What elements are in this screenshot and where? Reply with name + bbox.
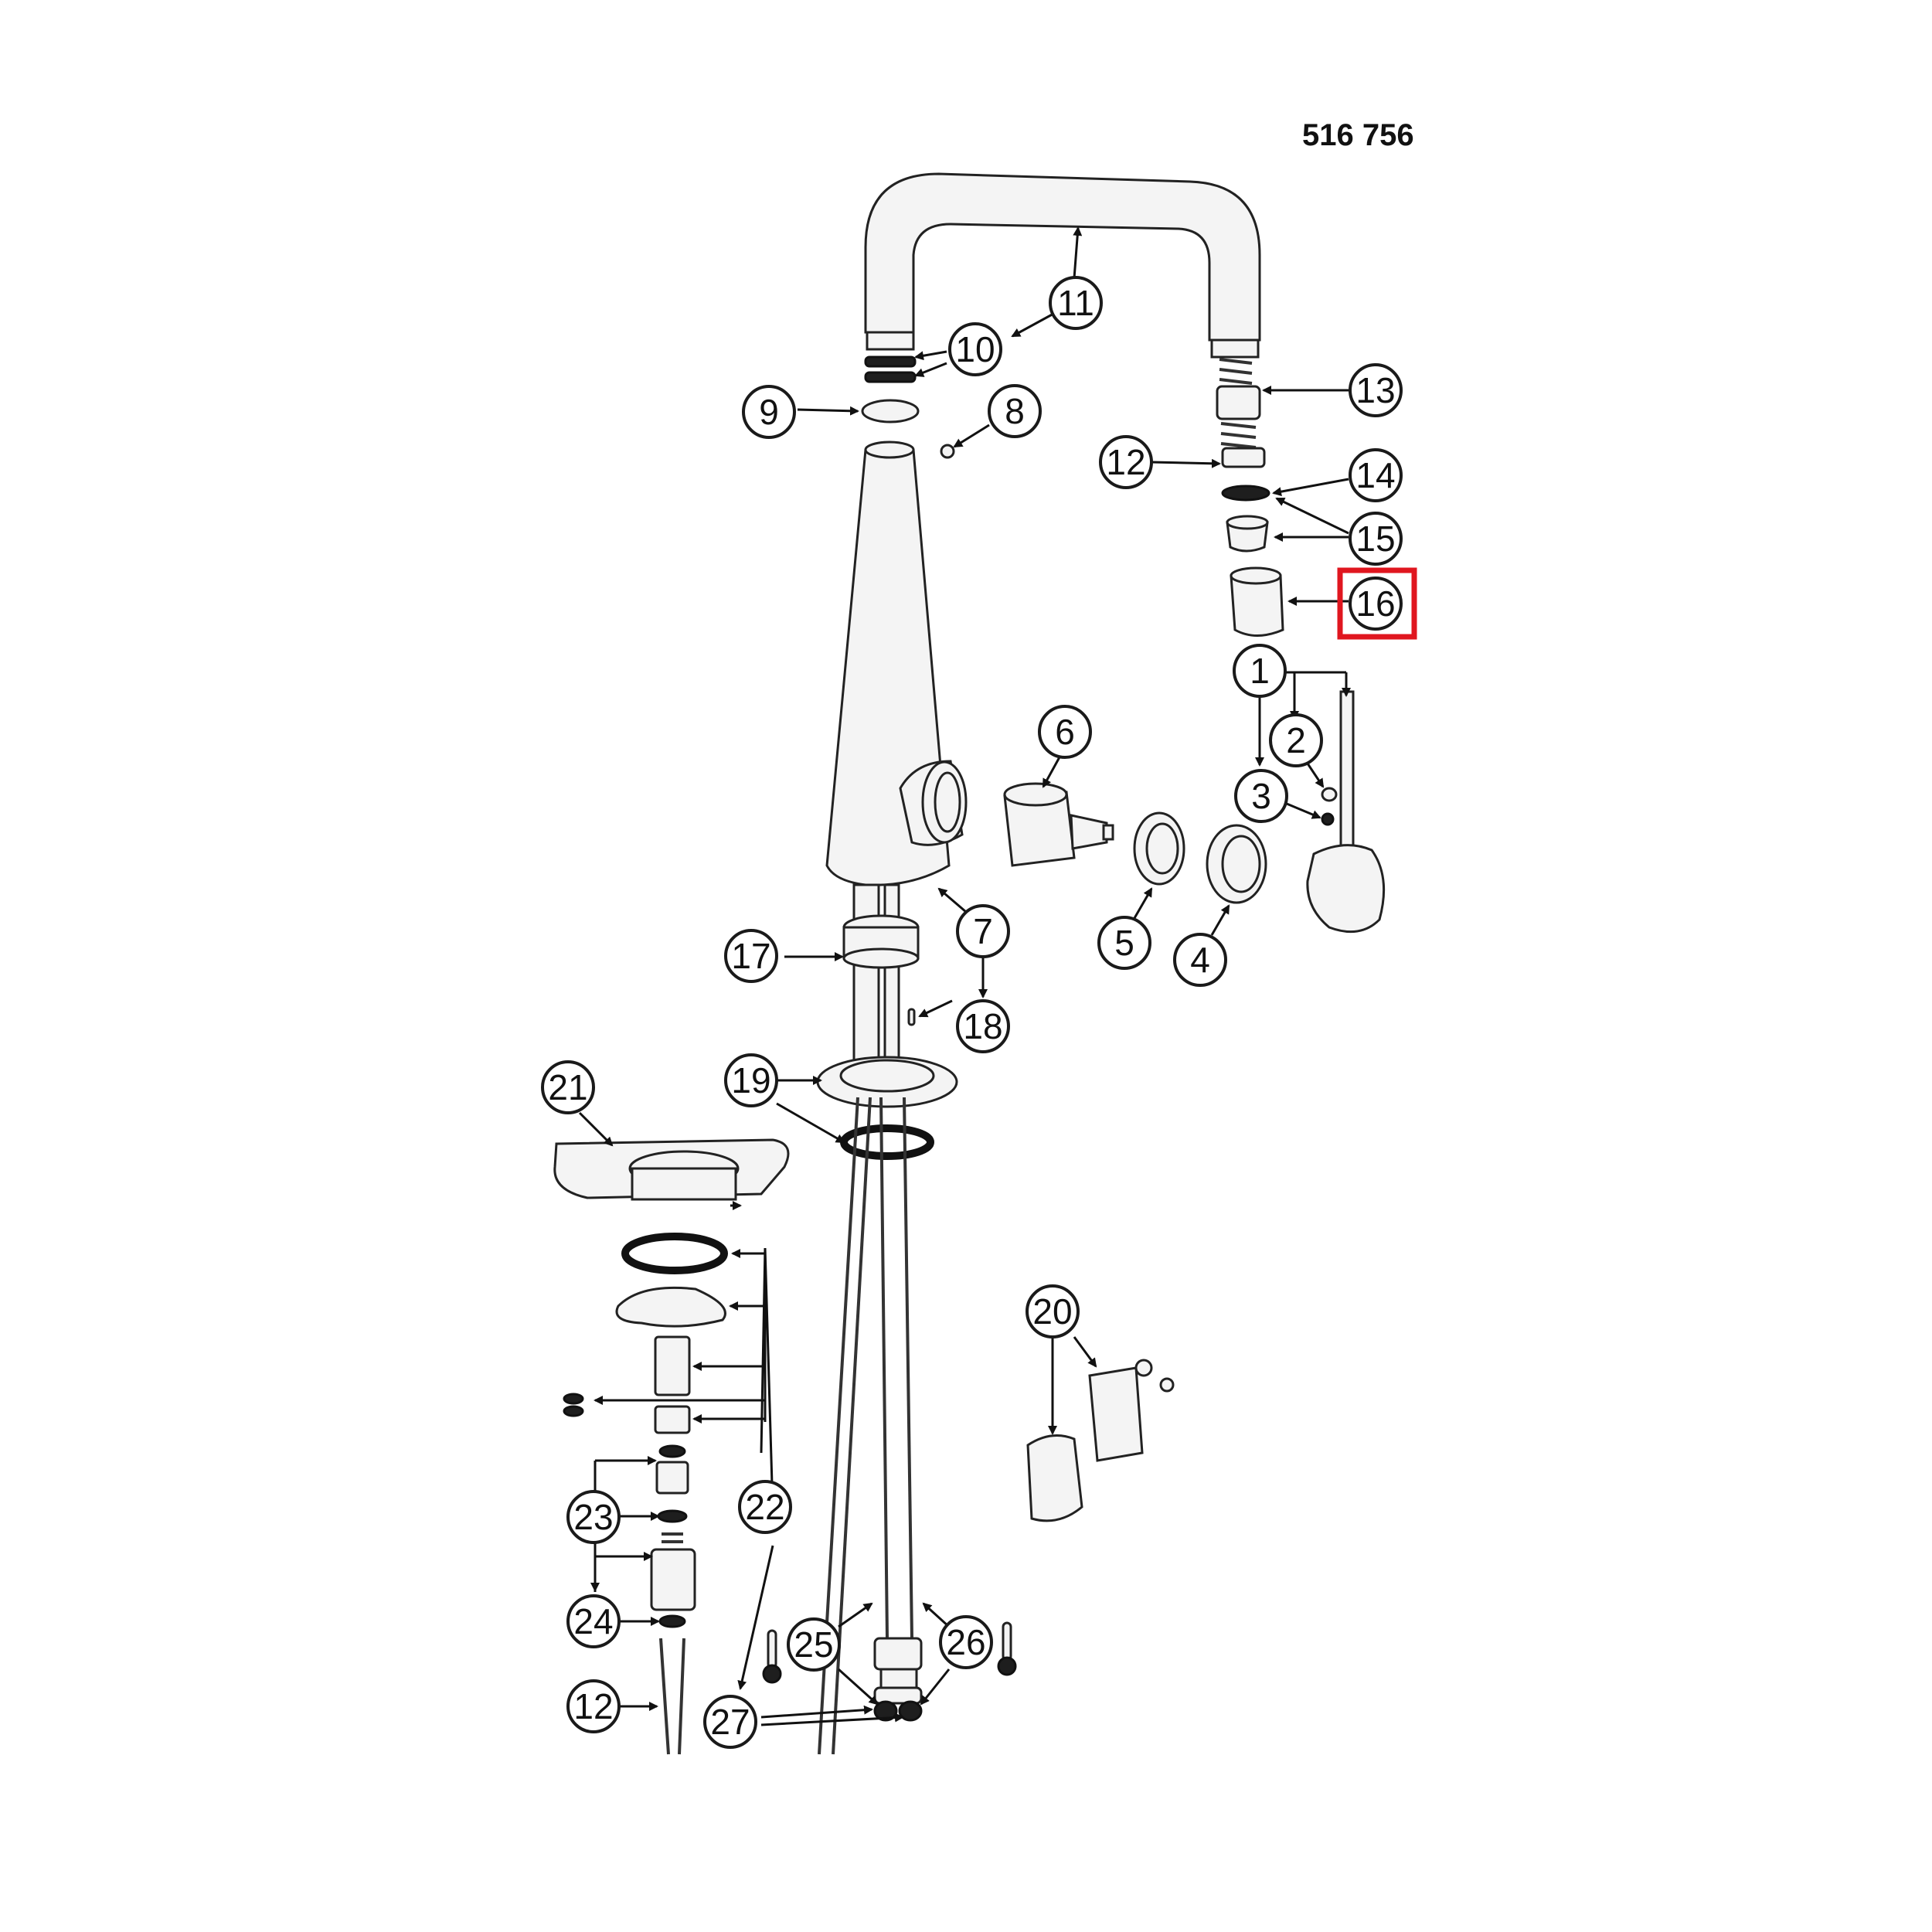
callout-3: 3 [1234, 769, 1288, 823]
callout-27: 27 [703, 1695, 757, 1749]
holder-part-20 [1026, 1359, 1175, 1522]
callout-18: 18 [956, 999, 1010, 1053]
hot-supply-icon [997, 1621, 1017, 1676]
svg-text:12: 12 [1106, 442, 1145, 482]
callout-21: 21 [541, 1060, 595, 1114]
lever-handle-part-1 [1306, 690, 1386, 934]
callout-8: 8 [988, 384, 1042, 438]
callout-13: 13 [1349, 363, 1403, 417]
faucet-body-part [825, 440, 968, 886]
svg-text:24: 24 [573, 1601, 613, 1641]
svg-text:10: 10 [955, 329, 995, 369]
selected-callout-highlight [1337, 567, 1417, 640]
svg-text:4: 4 [1190, 940, 1210, 980]
svg-text:16: 16 [1355, 583, 1395, 624]
mounting-stem-assembly [842, 883, 920, 1072]
cap-part-4 [1206, 824, 1267, 904]
svg-text:27: 27 [710, 1702, 750, 1742]
set-screw-part-8 [940, 444, 955, 459]
callout-22: 22 [738, 1480, 792, 1534]
callout-1: 1 [1233, 644, 1287, 698]
svg-text:2: 2 [1286, 720, 1306, 760]
callout-24: 24 [566, 1594, 621, 1648]
callout-12-top: 12 [1099, 435, 1153, 489]
svg-text:26: 26 [946, 1622, 985, 1662]
svg-text:13: 13 [1355, 370, 1395, 410]
bonnet-nut-part-5 [1133, 811, 1185, 886]
svg-text:6: 6 [1055, 712, 1075, 752]
leader-lines [578, 226, 1351, 1726]
callout-9: 9 [742, 385, 796, 439]
spout-o-rings [864, 355, 917, 383]
callout-7: 7 [956, 904, 1010, 958]
svg-text:22: 22 [745, 1487, 784, 1527]
svg-text:11: 11 [1057, 283, 1094, 323]
svg-text:9: 9 [759, 392, 779, 432]
connector-assembly-part-23 [650, 1405, 696, 1755]
callout-14: 14 [1349, 448, 1403, 502]
svg-text:20: 20 [1032, 1291, 1072, 1332]
supply-hoses [818, 1097, 923, 1755]
callout-17: 17 [724, 929, 778, 983]
svg-text:14: 14 [1355, 455, 1395, 495]
callout-25: 25 [787, 1617, 841, 1672]
callout-19: 19 [724, 1053, 778, 1107]
svg-text:17: 17 [731, 936, 770, 976]
svg-text:12: 12 [573, 1686, 613, 1726]
callout-16: 16 [1349, 577, 1403, 631]
svg-text:1: 1 [1250, 651, 1270, 691]
mounting-plate-part-21 [553, 1138, 790, 1417]
document-number: 516 756 [1302, 118, 1414, 152]
svg-text:15: 15 [1355, 519, 1395, 559]
cartridge-part-6 [1003, 782, 1114, 867]
spout-part [864, 172, 1261, 359]
callout-12-bottom: 12 [566, 1679, 621, 1733]
svg-text:19: 19 [731, 1060, 770, 1100]
callout-15: 15 [1349, 512, 1403, 566]
callout-2: 2 [1269, 713, 1323, 767]
callout-6: 6 [1038, 705, 1092, 759]
callout-11: 11 [1049, 276, 1103, 330]
svg-text:25: 25 [794, 1624, 833, 1665]
callout-20: 20 [1026, 1284, 1080, 1338]
aerator-assembly [1216, 358, 1284, 637]
svg-text:23: 23 [573, 1497, 613, 1537]
svg-text:21: 21 [548, 1067, 587, 1107]
callout-26: 26 [939, 1615, 993, 1669]
washer-part-9 [861, 399, 920, 423]
base-plate-part-19 [816, 1056, 958, 1160]
svg-text:8: 8 [1005, 391, 1025, 431]
cold-supply-icon [762, 1629, 782, 1684]
svg-text:5: 5 [1114, 923, 1134, 963]
callout-10: 10 [948, 322, 1002, 376]
callout-23: 23 [566, 1490, 621, 1544]
callout-4: 4 [1173, 933, 1227, 987]
svg-text:3: 3 [1251, 776, 1271, 816]
svg-text:7: 7 [973, 911, 993, 951]
callout-5: 5 [1097, 916, 1151, 970]
svg-text:18: 18 [963, 1006, 1002, 1046]
